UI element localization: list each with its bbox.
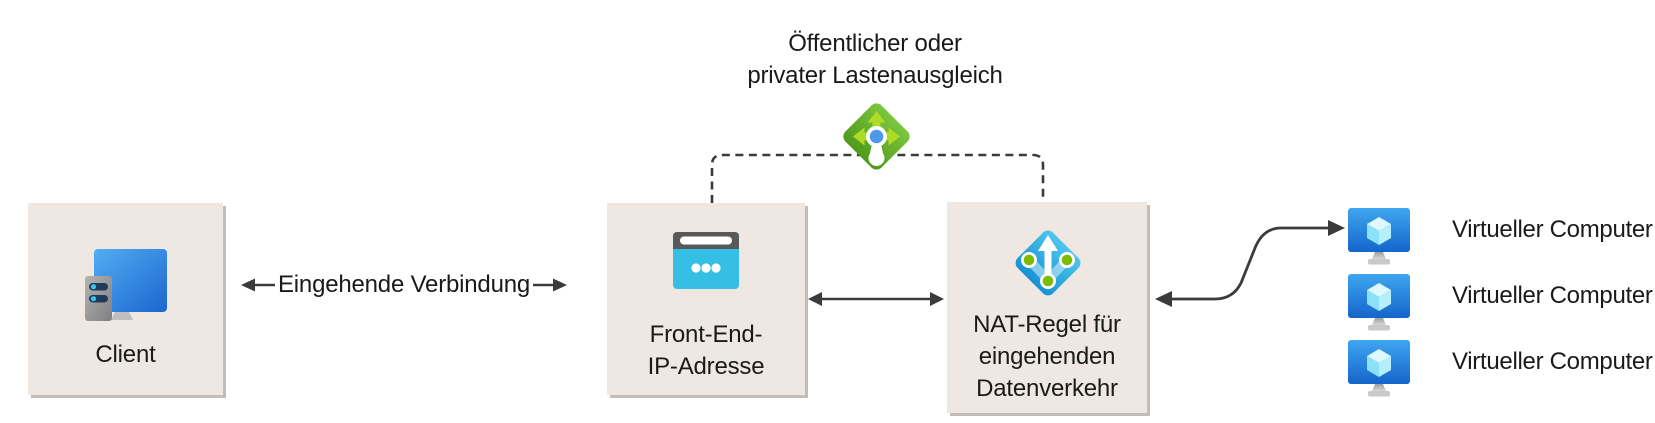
inbound-connection: Eingehende Verbindung bbox=[212, 270, 596, 300]
virtual-machine-icon bbox=[1348, 208, 1410, 265]
nat-rule-box: NAT-Regel für eingehenden Datenverkehr bbox=[947, 202, 1147, 413]
virtual-machine-icon bbox=[1348, 340, 1410, 397]
vm-row: Virtueller Computer bbox=[1348, 340, 1653, 397]
browser-window-icon bbox=[673, 232, 739, 289]
client-computer-icon bbox=[85, 249, 167, 321]
frontend-ip-box: Front-End- IP-Adresse bbox=[607, 203, 805, 395]
virtual-machine-icon bbox=[1348, 274, 1410, 331]
load-balancer-icon bbox=[843, 103, 910, 170]
arrow-right-icon bbox=[533, 278, 568, 292]
vm-row: Virtueller Computer bbox=[1348, 274, 1653, 331]
client-box: Client bbox=[28, 203, 223, 395]
arrow-left-icon bbox=[240, 278, 275, 292]
vm-label: Virtueller Computer bbox=[1452, 348, 1653, 375]
inbound-connection-label: Eingehende Verbindung bbox=[277, 271, 531, 298]
load-balancer-title: Öffentlicher oder privater Lastenausglei… bbox=[747, 30, 1003, 89]
vm-label: Virtueller Computer bbox=[1452, 282, 1653, 309]
vm-row: Virtueller Computer bbox=[1348, 208, 1653, 265]
client-label: Client bbox=[95, 341, 156, 368]
double-arrow bbox=[808, 292, 944, 306]
frontend-ip-label: Front-End- IP-Adresse bbox=[647, 321, 765, 380]
nat-rule-icon bbox=[1015, 230, 1081, 296]
curved-arrow bbox=[1155, 220, 1345, 307]
vm-label: Virtueller Computer bbox=[1452, 216, 1653, 243]
nat-rule-label: NAT-Regel für eingehenden Datenverkehr bbox=[973, 311, 1121, 402]
